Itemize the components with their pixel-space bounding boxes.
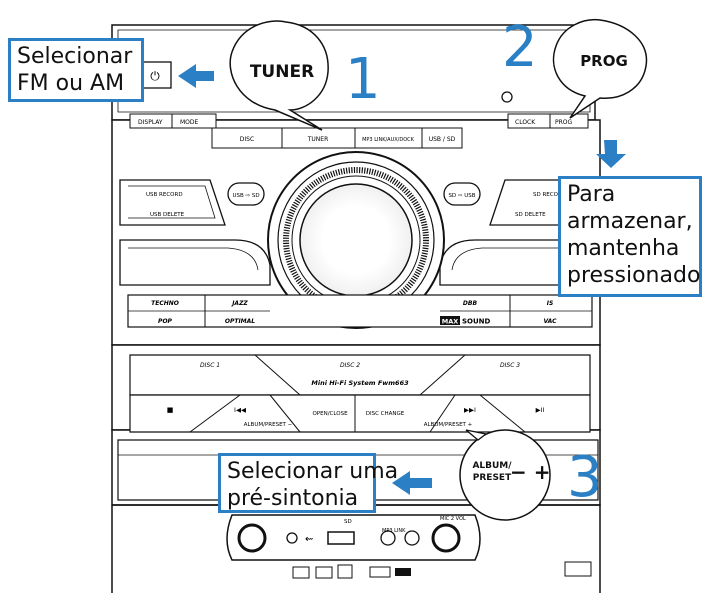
callout-store-line2: armazenar, bbox=[567, 209, 693, 234]
stop-icon[interactable]: ■ bbox=[167, 406, 174, 414]
vac-label[interactable]: VAC bbox=[543, 318, 557, 325]
step-3: 3 bbox=[567, 445, 603, 510]
next-icon[interactable]: ▶▶I bbox=[464, 406, 476, 414]
callout-select-preset-line1: Selecionar uma bbox=[227, 459, 399, 484]
sd-slot-label: SD bbox=[344, 519, 352, 525]
display-mode-strip bbox=[129, 113, 217, 129]
small-jack[interactable] bbox=[286, 532, 298, 544]
album-preset-plus-label[interactable]: ALBUM/PRESET + bbox=[424, 422, 473, 428]
logo-sd bbox=[337, 564, 353, 579]
album-preset-bubble bbox=[459, 429, 551, 521]
volume-knob[interactable] bbox=[267, 151, 445, 329]
arrows bbox=[178, 64, 626, 495]
mp3-link-label: MP3 LINK bbox=[382, 528, 406, 534]
mic-volume-knob[interactable] bbox=[431, 523, 461, 553]
disc3-label: DISC 3 bbox=[500, 362, 520, 369]
power-icon: ⏻ bbox=[150, 69, 160, 83]
logo-mp3 bbox=[369, 566, 391, 578]
step-2: 2 bbox=[502, 15, 538, 80]
mp3-link-jack[interactable] bbox=[380, 530, 396, 546]
disc1-label: DISC 1 bbox=[200, 362, 220, 369]
arrow-left-to-power bbox=[178, 64, 214, 88]
callout-select-preset-line2: pré-sintonia bbox=[227, 486, 359, 511]
callout-store-line3: mantenha bbox=[567, 236, 680, 261]
mode-button-label[interactable]: MODE bbox=[180, 119, 199, 126]
callout-select-band: Selecionar FM ou AM bbox=[8, 38, 144, 102]
maxsound-sound: SOUND bbox=[462, 318, 491, 326]
album-preset-line2: PRESET bbox=[472, 473, 512, 483]
logo-dolby bbox=[292, 566, 310, 579]
usb-to-sd-label: USB ⇨ SD bbox=[232, 193, 259, 199]
open-close-label[interactable]: OPEN/CLOSE bbox=[312, 411, 348, 417]
tuner-bubble-label: TUNER bbox=[249, 62, 315, 82]
usb-delete-label[interactable]: USB DELETE bbox=[150, 212, 185, 218]
sd-record-label[interactable]: SD RECORD bbox=[533, 192, 566, 198]
prog-bubble-label: PROG bbox=[580, 52, 628, 70]
album-preset-line1: ALBUM/ bbox=[472, 461, 512, 471]
mic-vol-label: MIC 2 VOL bbox=[440, 516, 466, 522]
usb-to-sd-button[interactable] bbox=[227, 182, 265, 206]
sd-to-usb-button[interactable] bbox=[443, 182, 481, 206]
callout-store: Para armazenar, mantenha pressionado bbox=[558, 176, 702, 297]
arrow-left-from-preset bbox=[392, 471, 432, 495]
sd-delete-label[interactable]: SD DELETE bbox=[515, 212, 546, 218]
callout-select-band-line2: FM ou AM bbox=[17, 71, 125, 96]
play-pause-icon[interactable]: ▶II bbox=[536, 406, 545, 414]
sd-to-usb-label: SD ⇨ USB bbox=[448, 193, 475, 199]
callout-select-band-line1: Selecionar bbox=[17, 44, 133, 69]
tuner-button-label[interactable]: TUNER bbox=[307, 136, 329, 143]
logo-cd bbox=[315, 566, 333, 579]
standby-led bbox=[501, 91, 513, 103]
phones-jack[interactable] bbox=[237, 523, 267, 553]
logo-sd-card bbox=[395, 568, 411, 576]
disc2-label: DISC 2 bbox=[340, 362, 360, 369]
jazz-label[interactable]: JAZZ bbox=[231, 300, 248, 307]
display-button-label[interactable]: DISPLAY bbox=[138, 119, 163, 126]
usb-port[interactable] bbox=[327, 531, 355, 545]
minus-plus-label: − + bbox=[510, 460, 551, 484]
callout-store-line1: Para bbox=[567, 182, 616, 207]
prog-button-label[interactable]: PROG bbox=[555, 119, 573, 126]
callout-select-preset: Selecionar uma pré-sintonia bbox=[218, 453, 399, 513]
maxsound-logo-box bbox=[440, 316, 460, 325]
usb-record-label[interactable]: USB RECORD bbox=[146, 192, 183, 198]
optimal-label[interactable]: OPTIMAL bbox=[225, 318, 255, 325]
tuner-bubble bbox=[229, 20, 329, 131]
disc-button-label[interactable]: DISC bbox=[240, 136, 254, 143]
is-label[interactable]: IS bbox=[547, 300, 554, 307]
album-preset-minus-label[interactable]: ALBUM/PRESET − bbox=[244, 422, 293, 428]
clock-button-label[interactable]: CLOCK bbox=[515, 119, 536, 126]
usbsd-button-label[interactable]: USB / SD bbox=[429, 136, 456, 143]
callout-store-line4: pressionado bbox=[567, 263, 701, 288]
clock-prog-strip bbox=[507, 113, 589, 129]
model-name: Mini Hi-Fi System Fwm663 bbox=[311, 379, 409, 387]
source-button-strip bbox=[211, 127, 463, 149]
step-1: 1 bbox=[345, 47, 381, 112]
disc-change-label[interactable]: DISC CHANGE bbox=[366, 411, 405, 417]
previous-icon[interactable]: I◀◀ bbox=[234, 406, 246, 414]
mp3link-button-label[interactable]: MP3 LINK/AUX/DOCK bbox=[362, 137, 415, 143]
maxsound-max: MAX bbox=[442, 318, 459, 326]
mic-jack[interactable] bbox=[404, 530, 420, 546]
usb-panel-left bbox=[119, 179, 226, 226]
prog-bubble bbox=[552, 18, 648, 119]
techno-label[interactable]: TECHNO bbox=[151, 300, 179, 307]
arrow-down-to-store bbox=[596, 140, 626, 168]
dbb-label[interactable]: DBB bbox=[463, 300, 478, 307]
pop-label[interactable]: POP bbox=[158, 318, 172, 325]
usb-icon: ⇜ bbox=[305, 534, 313, 545]
logo-power-rating bbox=[564, 561, 592, 577]
